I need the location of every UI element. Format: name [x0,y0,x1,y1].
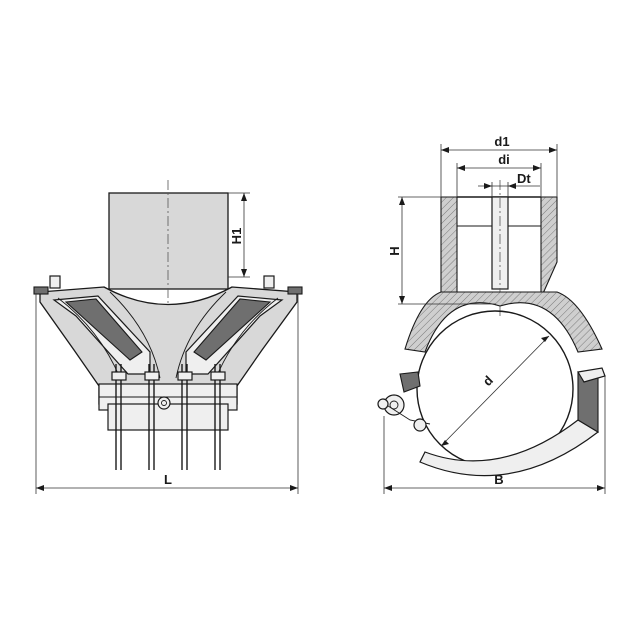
label-di: di [498,152,510,167]
label-H: H [387,246,402,255]
heating-band-right [193,298,272,361]
saddle-top [404,291,603,353]
heating-band-left [64,298,143,361]
label-Dt: Dt [517,171,531,186]
outlet-spigot [108,192,229,290]
lower-strap [419,419,600,477]
label-L: L [164,472,172,487]
screw-head [157,396,171,410]
label-B: B [494,472,503,487]
lug-left [49,275,61,289]
studs [111,364,226,470]
lug-right [263,275,275,289]
outlet-wall-right [540,196,558,299]
side-view: d d1 di Dt H B [377,134,606,494]
front-view: H1 L [33,180,303,494]
label-d1: d1 [494,134,509,149]
outlet-wall-left [440,196,458,299]
label-d: d [480,373,496,389]
label-H1: H1 [229,228,244,245]
